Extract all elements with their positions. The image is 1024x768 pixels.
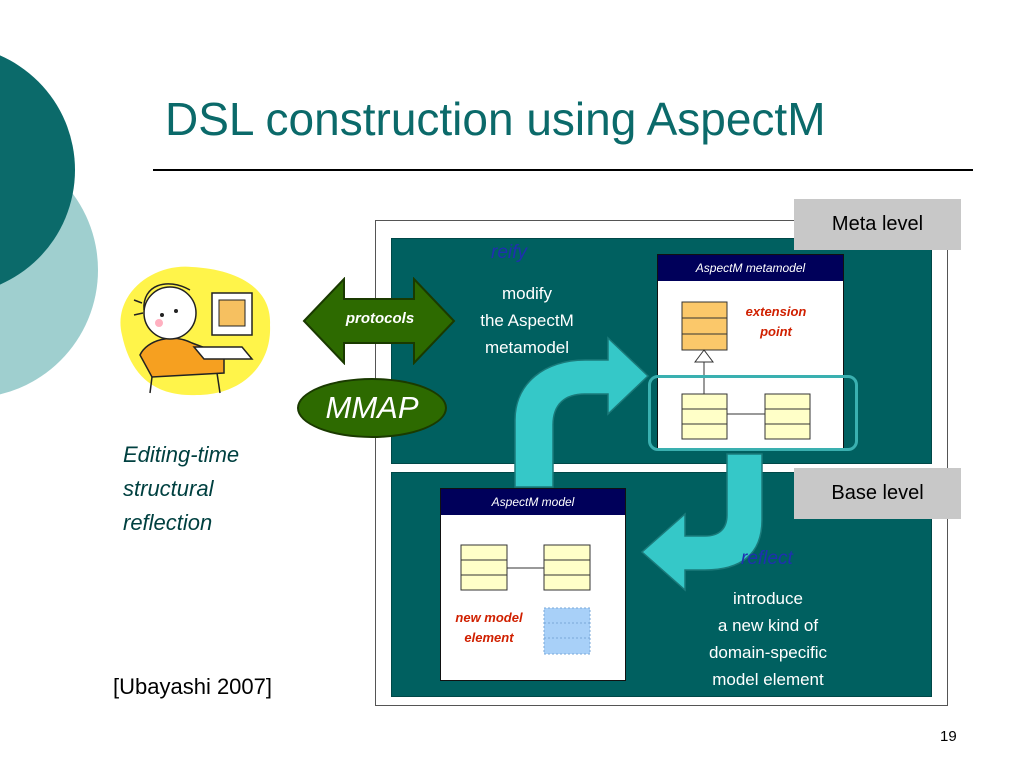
modify-line: modify: [501, 284, 553, 303]
modify-line: the AspectM: [480, 311, 574, 330]
person-at-computer-icon: [120, 266, 271, 396]
extension-point-line: extension: [745, 304, 807, 319]
new-element-line: new model: [455, 610, 523, 625]
reflect-label: reflect: [741, 548, 793, 569]
metamodel-title: AspectM metamodel: [658, 255, 843, 281]
metamodel-classes: [681, 301, 811, 440]
meta-level-label: Meta level: [794, 199, 961, 250]
extension-point-line: point: [760, 324, 792, 339]
protocols-label: protocols: [345, 310, 415, 327]
mmap-ellipse: MMAP: [297, 378, 447, 438]
introduce-line: domain-specific: [708, 643, 828, 662]
extension-highlight: [648, 375, 858, 451]
protocols-arrow: [302, 277, 456, 365]
extension-point-label: extension point: [734, 302, 818, 342]
introduce-text: introduce a new kind of domain-specific …: [683, 585, 853, 693]
modify-text: modify the AspectM metamodel: [455, 280, 599, 361]
mmap-label: MMAP: [325, 390, 419, 425]
meta-level-text: Meta level: [831, 213, 924, 235]
new-model-element-label: new model element: [446, 608, 532, 648]
new-element-line: element: [464, 630, 514, 645]
model-title: AspectM model: [441, 489, 625, 515]
title-divider: [153, 169, 973, 171]
model-classes: [460, 544, 591, 655]
caption-line: Editing-time: [123, 442, 240, 467]
citation: [Ubayashi 2007]: [113, 674, 272, 699]
reify-arrow: [514, 336, 650, 488]
base-level-text: Base level: [831, 482, 924, 504]
caption-line: structural: [123, 476, 214, 501]
introduce-line: introduce: [733, 589, 803, 608]
reflect-arrow: [640, 453, 763, 592]
introduce-line: model element: [712, 670, 824, 689]
modify-line: metamodel: [484, 338, 570, 357]
base-level-label: Base level: [794, 468, 961, 519]
page-title: DSL construction using AspectM: [165, 93, 826, 145]
reify-label: reify: [491, 242, 527, 263]
reflection-caption: Editing-time structural reflection: [123, 438, 239, 540]
caption-line: reflection: [123, 510, 213, 535]
page-number: 19: [940, 728, 957, 745]
aspectm-metamodel-box: AspectM metamodel: [657, 254, 844, 451]
introduce-line: a new kind of: [717, 616, 819, 635]
